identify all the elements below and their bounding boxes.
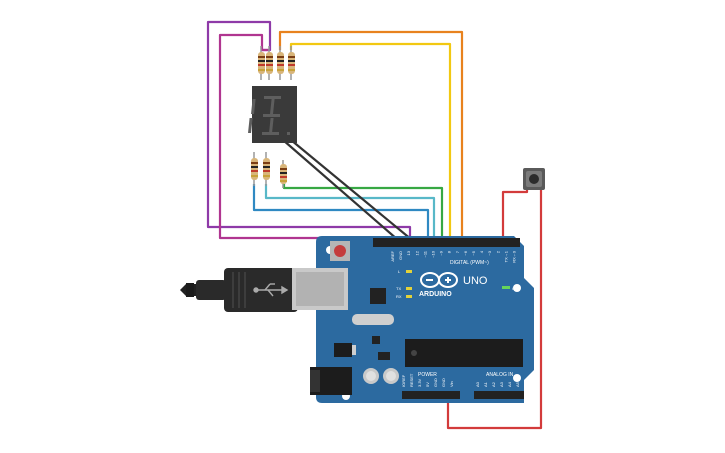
pin-label: 2 xyxy=(495,250,500,253)
led-l-label: L xyxy=(398,269,401,274)
resistor[interactable] xyxy=(277,46,284,80)
pin-label: 12 xyxy=(414,250,419,255)
wire-yellow[interactable] xyxy=(289,42,452,242)
wire-common-1[interactable] xyxy=(282,139,399,241)
usb-icon xyxy=(253,283,289,297)
pin-label: 3.3V xyxy=(417,378,422,387)
pin-label: A1 xyxy=(483,381,488,387)
resistor[interactable] xyxy=(251,152,258,186)
pin-label: ~9 xyxy=(439,250,444,255)
pin-label: 8 xyxy=(447,250,452,253)
push-button[interactable] xyxy=(523,168,545,190)
led-rx-label: RX xyxy=(396,294,402,299)
digital-label: DIGITAL (PWM~) xyxy=(450,260,489,266)
arduino-uno-board[interactable]: ARDUINO UNO DIGITAL (PWM~) ANALOG IN POW… xyxy=(292,236,534,403)
pin-label: ~5 xyxy=(471,250,476,255)
led-tx-label: TX xyxy=(396,286,401,291)
wire-teal[interactable] xyxy=(264,184,436,242)
pin-label: TX→1 xyxy=(503,250,508,262)
wire-button-gnd[interactable] xyxy=(446,188,543,430)
pin-label: GND xyxy=(398,251,403,260)
board-brand: ARDUINO xyxy=(419,291,452,298)
resistors-bottom xyxy=(251,152,287,188)
pin-label: RESET xyxy=(409,373,414,387)
pin-label: A3 xyxy=(499,381,504,387)
wire-purple[interactable] xyxy=(206,20,412,240)
pin-label: GND xyxy=(441,378,446,387)
wire-button-5v[interactable] xyxy=(501,188,529,240)
pin-label: A5 xyxy=(515,381,520,387)
display-digit: 8. xyxy=(0,0,2,1)
wire-blue[interactable] xyxy=(252,184,430,242)
pin-label: GND xyxy=(433,378,438,387)
resistor[interactable] xyxy=(263,152,270,186)
pin-label: ~11 xyxy=(422,250,427,257)
wire-orange[interactable] xyxy=(278,30,464,242)
pin-label: Vin xyxy=(449,381,454,387)
pin-label: AREF xyxy=(390,250,395,261)
wire-green[interactable] xyxy=(282,184,444,242)
pin-label: RX←0 xyxy=(512,250,517,263)
usb-cable xyxy=(180,268,298,312)
resistor[interactable] xyxy=(258,46,265,80)
seven-segment-display[interactable]: 8. xyxy=(0,0,297,143)
pin-label: A4 xyxy=(507,381,512,387)
pin-label: 5V xyxy=(425,382,430,387)
resistor[interactable] xyxy=(266,46,273,80)
pin-label: A2 xyxy=(491,381,496,387)
reset-button[interactable] xyxy=(330,241,350,261)
resistor[interactable] xyxy=(280,160,287,188)
pin-label: 13 xyxy=(406,250,411,255)
pin-label: ~6 xyxy=(463,250,468,255)
board-model: UNO xyxy=(463,275,488,287)
segments xyxy=(248,96,290,135)
arduino-logo-icon xyxy=(420,272,458,288)
pin-label: 7 xyxy=(455,250,460,253)
pin-label: 4 xyxy=(479,250,484,253)
pin-label: ~3 xyxy=(487,250,492,255)
pin-label: IOREF xyxy=(401,374,406,387)
analog-label: ANALOG IN xyxy=(486,372,514,378)
resistors-top xyxy=(258,46,295,80)
pin-label: A0 xyxy=(475,381,480,387)
on-label: ON xyxy=(512,286,518,291)
power-label: POWER xyxy=(418,372,437,378)
wire-common-2[interactable] xyxy=(290,139,413,241)
resistor[interactable] xyxy=(288,46,295,80)
pin-label: ~10 xyxy=(431,250,436,258)
